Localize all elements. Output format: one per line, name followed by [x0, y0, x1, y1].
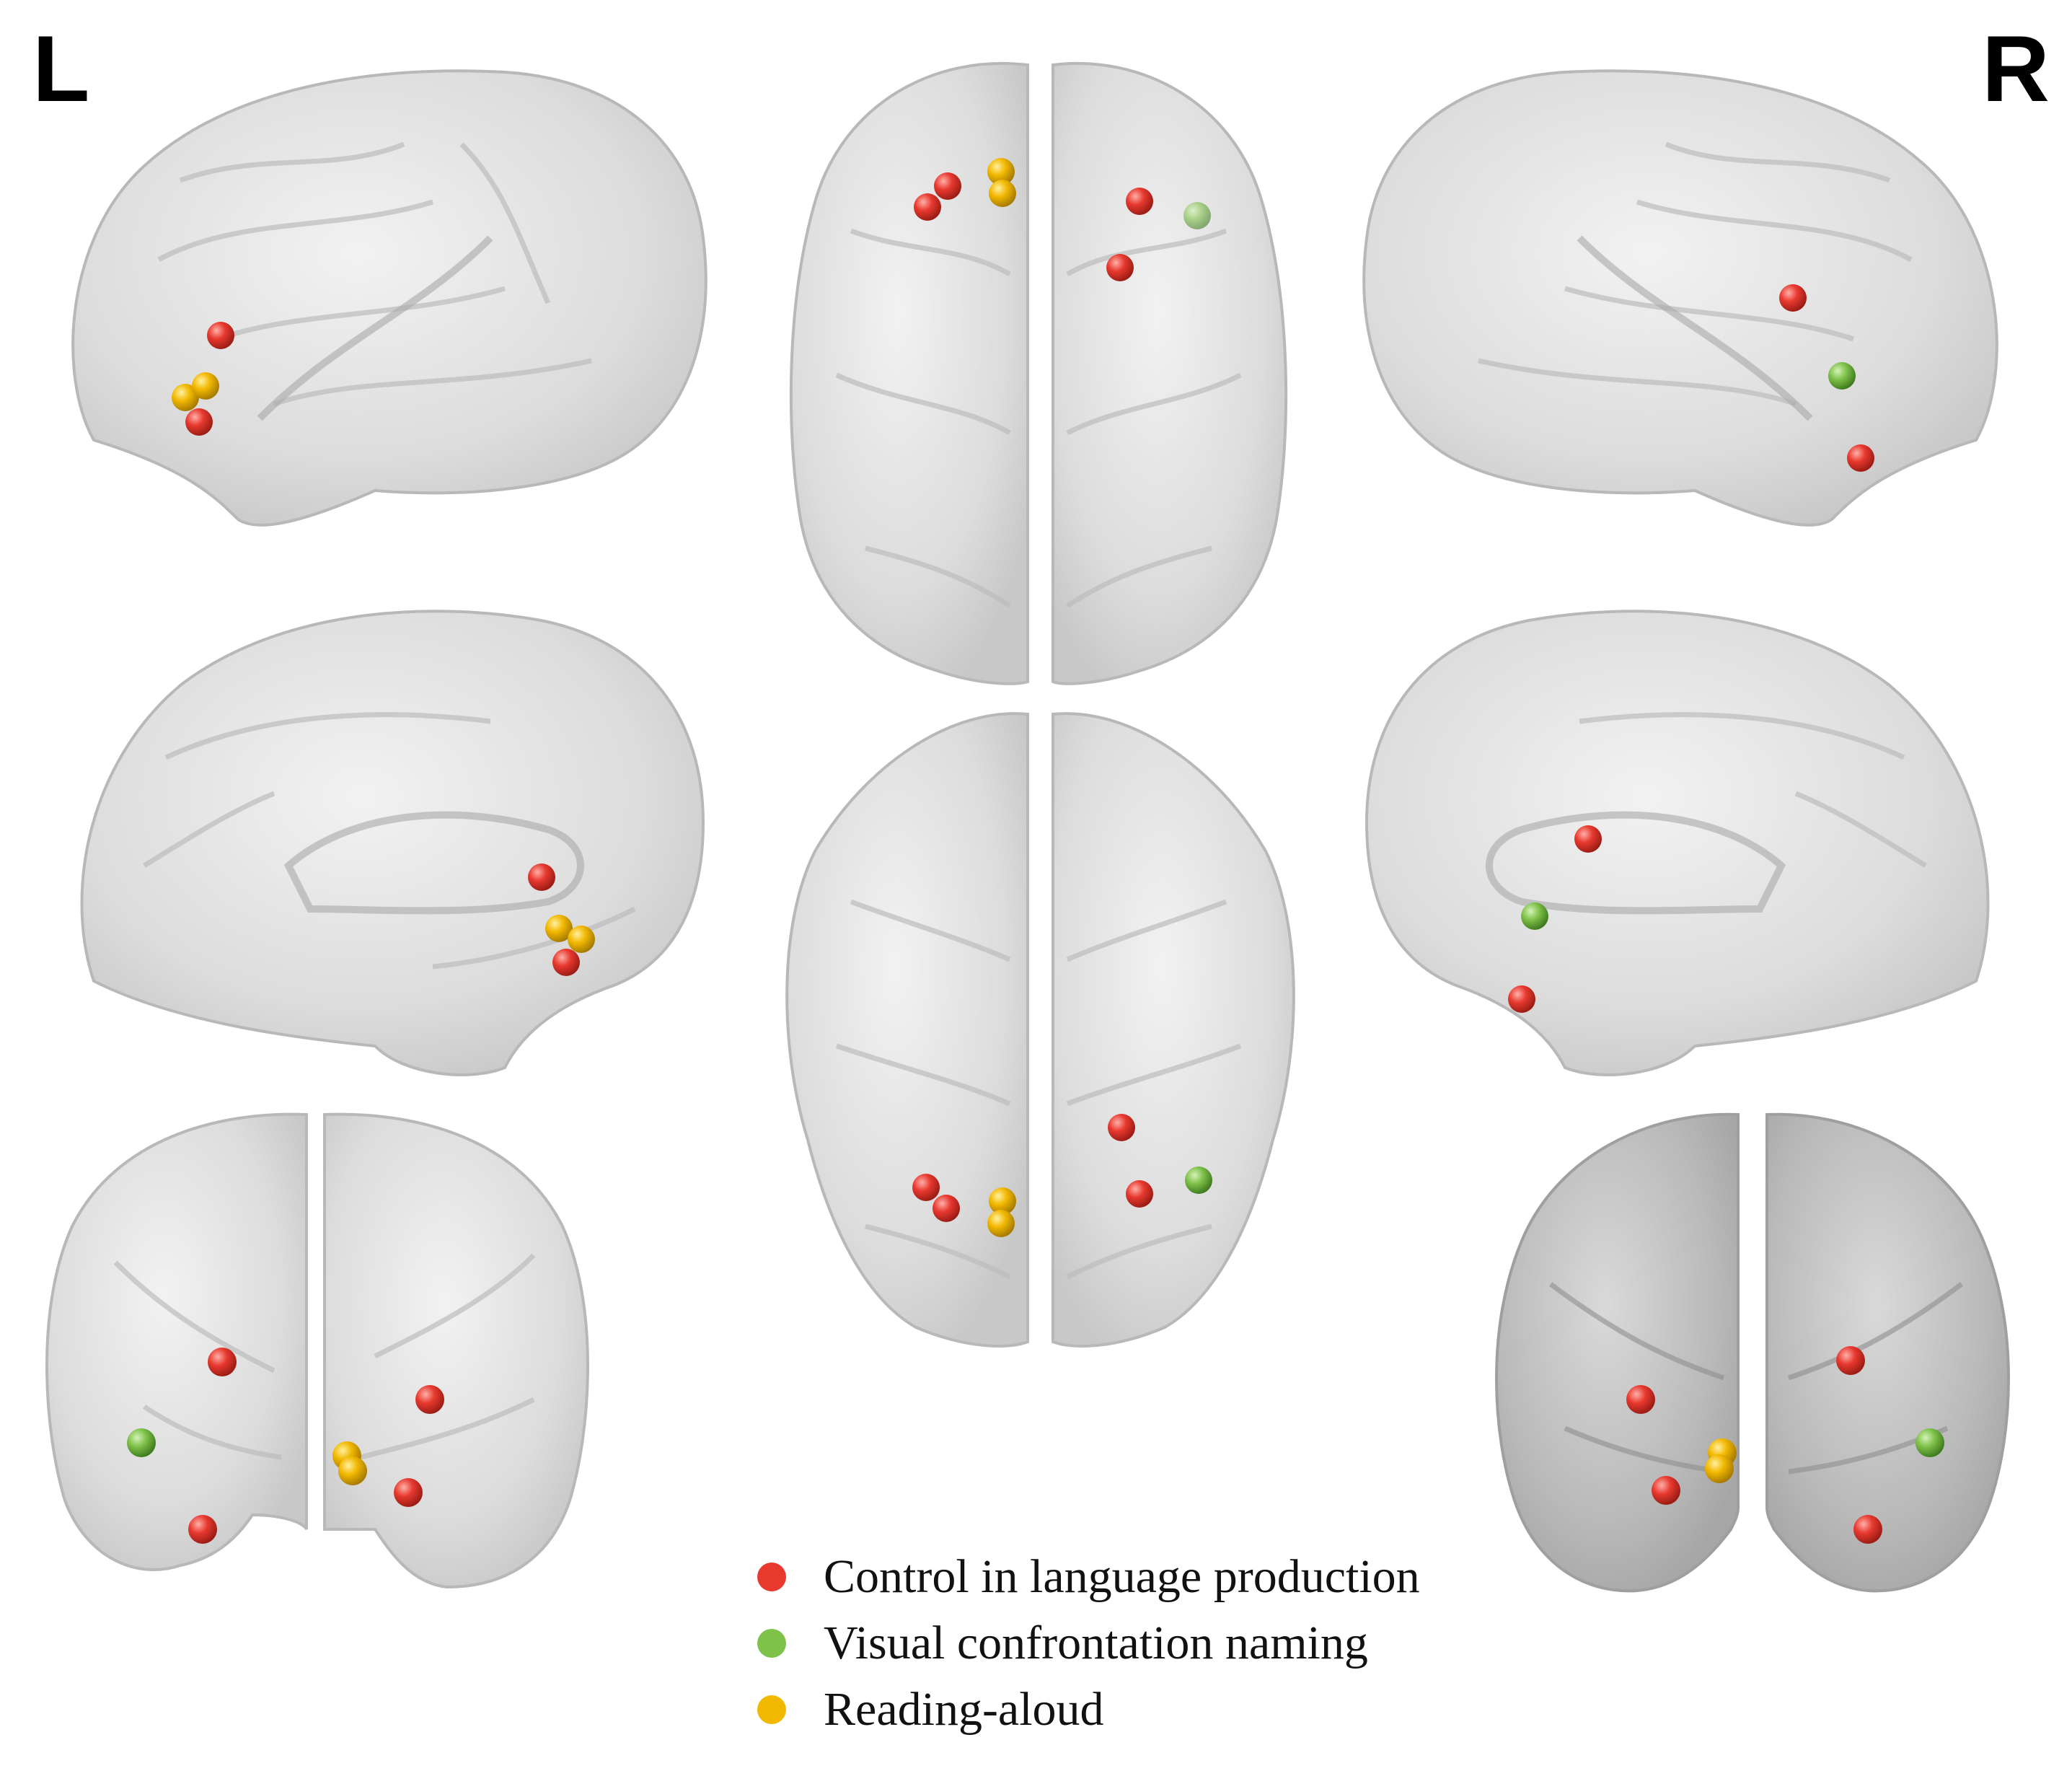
legend-item-control: Control in language production	[757, 1544, 1420, 1610]
marker-control	[1626, 1385, 1655, 1414]
legend-item-reading: Reading-aloud	[757, 1676, 1420, 1743]
marker-reading	[568, 926, 595, 953]
legend-dot-control	[757, 1563, 786, 1591]
legend-label-reading: Reading-aloud	[824, 1683, 1104, 1736]
right-lateral-brain	[1362, 69, 1998, 527]
marker-visual	[1185, 1166, 1212, 1194]
superior-markers	[914, 158, 1211, 281]
marker-control	[934, 172, 961, 200]
legend: Control in language production Visual co…	[757, 1544, 1420, 1743]
marker-visual	[1916, 1428, 1944, 1457]
marker-visual	[127, 1428, 156, 1457]
legend-dot-reading	[757, 1695, 786, 1724]
marker-control	[1853, 1515, 1882, 1544]
marker-reading	[989, 1187, 1016, 1215]
left-lateral-markers	[172, 322, 234, 436]
marker-control	[1106, 254, 1134, 281]
left-lateral-brain	[71, 69, 707, 527]
marker-reading	[987, 1210, 1015, 1237]
marker-control	[912, 1174, 940, 1201]
marker-control	[914, 193, 941, 221]
marker-control	[1652, 1476, 1680, 1505]
marker-control	[207, 322, 234, 349]
marker-control	[528, 863, 555, 891]
marker-control	[188, 1515, 217, 1544]
marker-control	[1574, 825, 1602, 853]
left-coronal-brain	[45, 1112, 589, 1589]
marker-control	[415, 1385, 444, 1414]
marker-control	[394, 1478, 423, 1507]
left-medial-markers	[528, 863, 595, 976]
marker-visual	[1183, 202, 1211, 229]
superior-brain	[789, 61, 1288, 685]
marker-control	[1779, 284, 1807, 312]
marker-reading	[989, 180, 1016, 207]
right-hemisphere-label: R	[1982, 16, 2050, 121]
marker-control	[208, 1348, 237, 1376]
legend-dot-visual	[757, 1629, 786, 1658]
left-hemisphere-label: L	[32, 16, 90, 121]
right-lateral-markers	[1779, 284, 1874, 472]
marker-control	[1847, 444, 1874, 472]
legend-item-visual: Visual confrontation naming	[757, 1610, 1420, 1676]
right-coronal-brain	[1495, 1112, 2010, 1593]
marker-control	[1126, 1180, 1153, 1208]
marker-reading	[987, 158, 1015, 185]
marker-reading	[338, 1456, 367, 1485]
marker-control	[185, 408, 213, 436]
marker-control	[933, 1195, 960, 1222]
marker-control	[552, 949, 580, 976]
marker-visual	[1828, 362, 1856, 390]
marker-control	[1836, 1346, 1865, 1375]
marker-control	[1108, 1114, 1135, 1141]
marker-reading	[192, 372, 219, 400]
marker-reading	[545, 915, 573, 942]
right-medial-markers	[1508, 825, 1602, 1013]
marker-control	[1508, 985, 1535, 1013]
legend-label-visual: Visual confrontation naming	[824, 1617, 1368, 1669]
inferior-markers	[912, 1114, 1212, 1237]
marker-reading	[1705, 1454, 1734, 1483]
inferior-brain	[785, 712, 1295, 1348]
marker-control	[1126, 188, 1153, 215]
left-medial-brain	[80, 610, 705, 1076]
marker-visual	[1521, 902, 1548, 930]
left-coronal-markers	[127, 1348, 444, 1544]
right-coronal-markers	[1626, 1346, 1944, 1544]
right-medial-brain	[1365, 610, 1990, 1076]
legend-label-control: Control in language production	[824, 1550, 1420, 1603]
marker-reading	[172, 384, 199, 411]
